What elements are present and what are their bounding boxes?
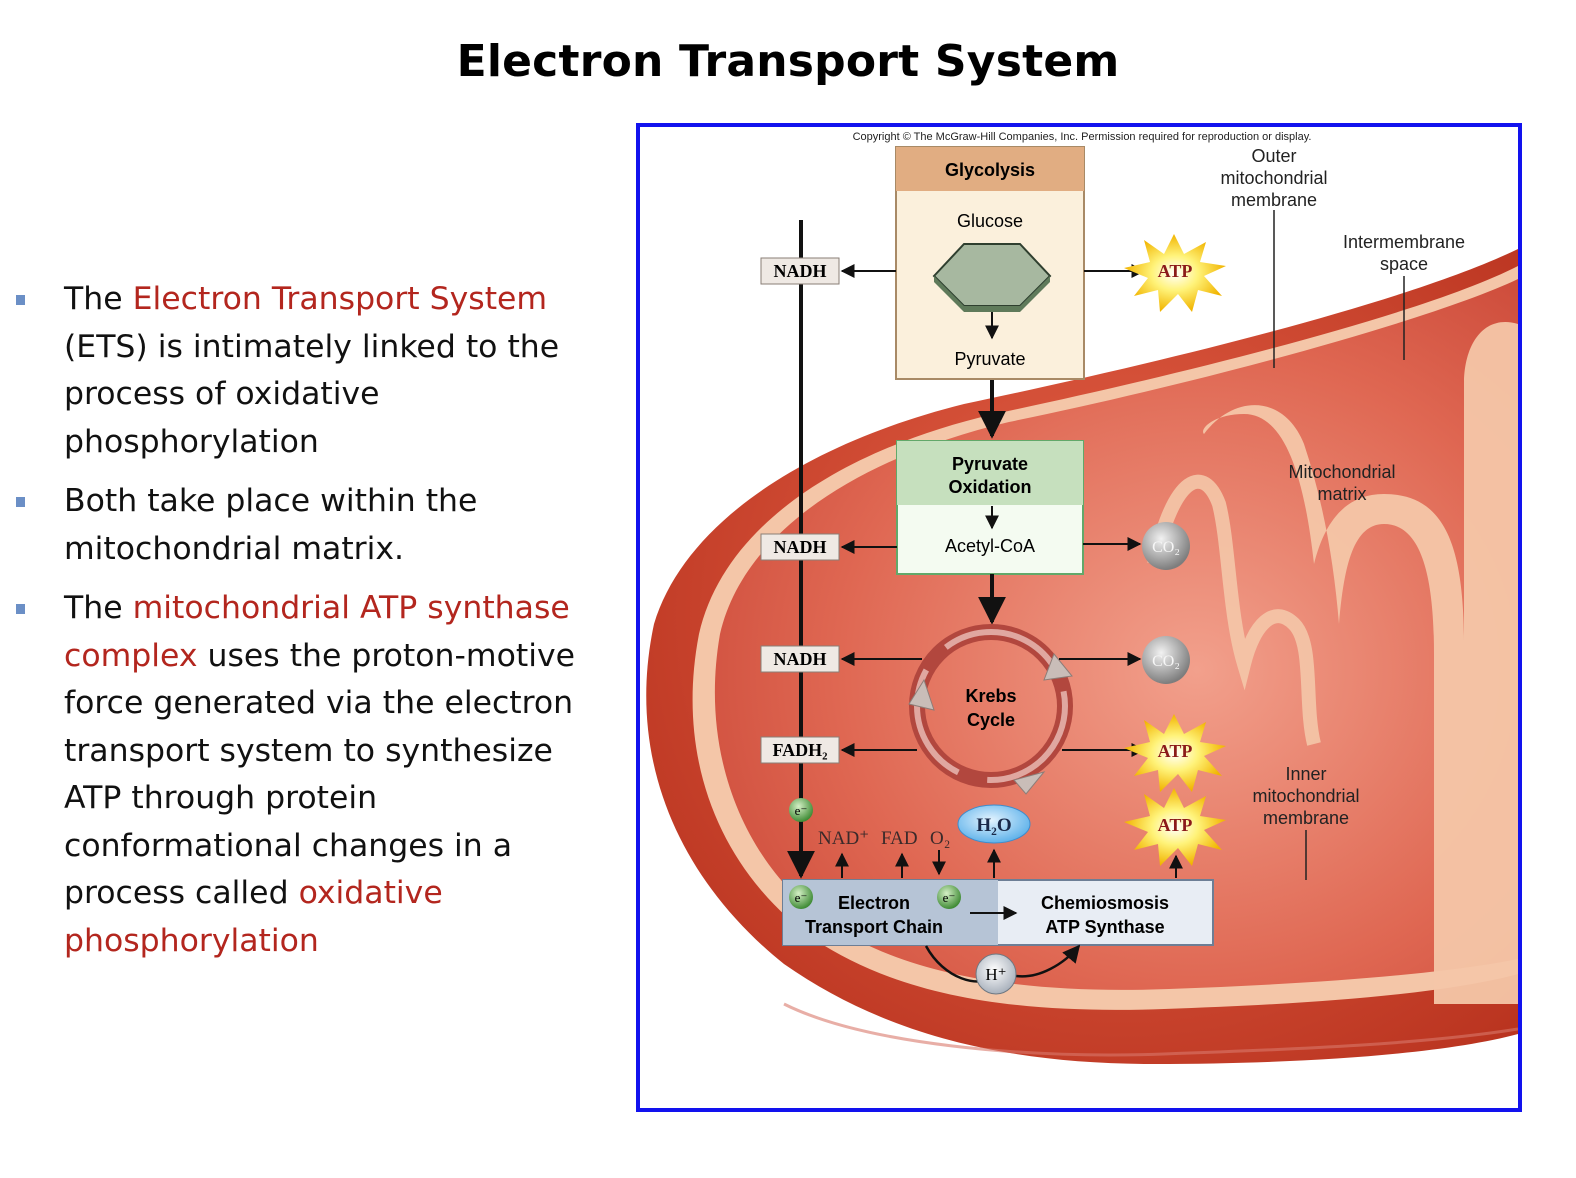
- atp-burst-2: ATP: [1124, 714, 1226, 792]
- fad-label: FAD: [881, 828, 918, 849]
- bullet-text: (ETS) is intimately linked to the proces…: [64, 328, 560, 460]
- electron-sphere-1: e⁻: [789, 798, 813, 822]
- bullet-marker-icon: [16, 604, 25, 614]
- nadh-label-2: NADH: [760, 533, 840, 561]
- svg-text:ATP: ATP: [1158, 815, 1193, 835]
- highlighted-term: Electron Transport System: [132, 281, 548, 317]
- highlighted-term: mitochondrial ATP synthase complex: [64, 590, 570, 674]
- nadh-label-1: NADH: [760, 257, 840, 285]
- svg-text:e⁻: e⁻: [943, 890, 956, 905]
- co2-sphere-2: CO₂: [1142, 636, 1190, 684]
- bullet-text: The: [64, 281, 133, 317]
- electron-sphere-3: e⁻: [937, 885, 961, 909]
- svg-text:H₂O: H₂O: [976, 815, 1011, 836]
- bullet-text: The: [64, 590, 133, 626]
- page-title: Electron Transport System: [456, 36, 1120, 87]
- bullet-text: Both take place within the mitochondrial…: [64, 483, 478, 567]
- bullet-list: The Electron Transport System (ETS) is i…: [12, 276, 612, 977]
- electron-sphere-2: e⁻: [789, 885, 813, 909]
- svg-text:CO₂: CO₂: [1152, 539, 1180, 556]
- svg-text:FADH₂: FADH₂: [772, 740, 827, 760]
- atp-burst-3: ATP: [1124, 788, 1226, 866]
- cycle-arrowhead-icon: [1043, 653, 1073, 681]
- bullet-item: The Electron Transport System (ETS) is i…: [12, 276, 612, 466]
- svg-text:H⁺: H⁺: [985, 965, 1006, 984]
- svg-text:CO₂: CO₂: [1152, 653, 1180, 670]
- nadh-label-3: NADH: [760, 645, 840, 673]
- bullet-marker-icon: [16, 295, 25, 305]
- svg-text:NADH: NADH: [774, 261, 827, 281]
- atp-burst-1: ATP: [1124, 234, 1226, 312]
- bullet-item: The mitochondrial ATP synthase complex u…: [12, 585, 612, 965]
- figure-frame: Copyright © The McGraw-Hill Companies, I…: [636, 123, 1522, 1112]
- o2-label: O₂: [930, 828, 950, 849]
- glycolysis-header: Glycolysis: [945, 160, 1035, 180]
- bullet-text: uses the proton-motive force generated v…: [64, 637, 575, 912]
- svg-text:NADH: NADH: [774, 649, 827, 669]
- fadh2-label: FADH₂: [760, 736, 840, 764]
- co2-sphere-1: CO₂: [1142, 522, 1190, 570]
- cycle-arrowhead-icon: [908, 678, 935, 711]
- nad-plus-label: NAD⁺: [818, 828, 869, 849]
- highlighted-term: oxidative phosphorylation: [64, 875, 443, 959]
- svg-text:e⁻: e⁻: [795, 803, 808, 818]
- h2o-bubble: H₂O: [957, 804, 1031, 844]
- mitochondrion-diagram: Copyright © The McGraw-Hill Companies, I…: [646, 131, 1518, 1064]
- svg-text:ATP: ATP: [1158, 741, 1193, 761]
- bullet-item: Both take place within the mitochondrial…: [12, 478, 612, 573]
- cycle-arrowhead-icon: [1013, 771, 1046, 795]
- pyruvate-label: Pyruvate: [954, 349, 1025, 369]
- svg-text:ATP: ATP: [1158, 261, 1193, 281]
- copyright-text: Copyright © The McGraw-Hill Companies, I…: [853, 131, 1312, 143]
- mitochondrion-shape: [646, 249, 1518, 1064]
- bullet-marker-icon: [16, 497, 25, 507]
- svg-text:NADH: NADH: [774, 537, 827, 557]
- glycolysis-box: Glycolysis Glucose Pyruvate: [895, 146, 1085, 380]
- svg-text:e⁻: e⁻: [795, 890, 808, 905]
- acetyl-coa-label: Acetyl-CoA: [945, 536, 1035, 556]
- glucose-label: Glucose: [957, 211, 1023, 231]
- h-plus-sphere: H⁺: [975, 953, 1017, 995]
